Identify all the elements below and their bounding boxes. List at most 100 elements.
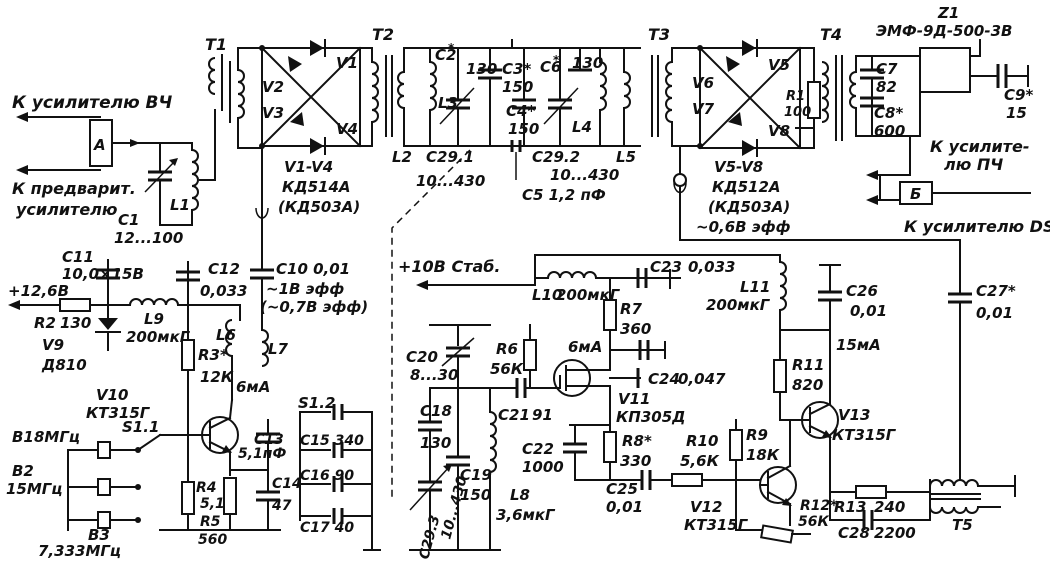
v7-label: V7 [692, 100, 715, 118]
c16-label: C16 90 [300, 468, 354, 484]
cur-15ma: 15мА [836, 336, 881, 354]
v9-label: V9 [42, 336, 64, 354]
c21-label: C21 [498, 406, 530, 424]
c29-2-label: C29.2 [532, 148, 580, 166]
c6-value: 130 [572, 54, 603, 72]
supply-label: +12,6В [8, 282, 69, 300]
c28-value: 2200 [874, 524, 916, 542]
c26-value: 0,01 [850, 302, 887, 320]
v11-label: V11 [618, 390, 650, 408]
c29-3-range: 10...430 [438, 474, 470, 541]
c27-label: C27* [976, 282, 1016, 300]
level-06-label: ~0,6В эфф [696, 218, 791, 236]
diode-a-alt: (КД503А) [278, 198, 360, 216]
v2-label: V2 [262, 78, 284, 96]
r5-label: R5 [200, 514, 221, 530]
v10-type: КТ315Г [86, 404, 151, 422]
r12-label: R12* [800, 498, 838, 514]
lvl-07-label: (~0,7В эфф) [260, 298, 368, 316]
b1-freq: 8МГц [34, 428, 80, 446]
v12-type: КТ315Г [684, 516, 749, 534]
c7-label: C7 [876, 60, 898, 78]
output-filter: R1 100 T4 C7 82 C8* 600 Z1 ЭМФ-9Д-500-3В [679, 4, 1050, 291]
r6-label: R6 [496, 340, 518, 358]
s12-label: S1.2 [298, 394, 335, 412]
c20-label: C20 [406, 348, 438, 366]
v1-label: V1 [336, 54, 358, 72]
t1-transformer: T1 [205, 35, 245, 149]
c4-value: 150 [508, 120, 539, 138]
s11-label: S1.1 [122, 418, 159, 436]
c7-value: 82 [876, 78, 897, 96]
to-preamp-label-2: усилителю [16, 200, 117, 219]
c29-range-2: 10...430 [550, 166, 619, 184]
c8-label: C8* [874, 104, 903, 122]
l6-label: L6 [216, 326, 236, 344]
l11-label: L11 [740, 278, 770, 296]
l8-value: 3,6мкГ [496, 506, 556, 524]
c29-gang-link [391, 149, 471, 500]
c2-star: * [448, 41, 455, 55]
c13-value: 5,1пФ [238, 446, 286, 462]
c19-value: 150 [460, 486, 491, 504]
c11-value: 10,0×15В [62, 265, 144, 283]
r13-label: R13 [834, 498, 866, 516]
r7-value: 360 [620, 320, 651, 338]
cur-6ma-a: 6мА [236, 378, 270, 396]
node-b-label: Б [910, 185, 921, 203]
c1-label: C1 [118, 211, 139, 229]
r5-value: 560 [198, 532, 227, 548]
c11-label: C11 [62, 248, 94, 266]
c15-label: C15 340 [300, 433, 364, 449]
v8-label: V8 [768, 122, 790, 140]
c22-label: C22 [522, 440, 554, 458]
r4-label: R4 [196, 480, 217, 496]
vfo-section: +10В Стаб. L10 200мкГ C23 0,033 R7 360 6… [398, 254, 1016, 561]
v5-label: V5 [768, 56, 790, 74]
c2-value: 130 [466, 60, 497, 78]
c6-label: C6 [540, 58, 561, 76]
c21-value: 91 [532, 406, 553, 424]
l4-label: L4 [572, 118, 592, 136]
r8-label: R8* [622, 432, 652, 450]
c27-value: 0,01 [976, 304, 1013, 322]
ring-mixer-1: V1 V2 V3 V4 V1-V4 КД514А (КД503А) [237, 39, 362, 216]
v6-label: V6 [692, 74, 714, 92]
z1-label: Z1 [937, 4, 959, 22]
b3-freq: 7,333МГц [38, 542, 121, 560]
b1-label: B1 [12, 428, 34, 446]
c10-label: C10 0,01 [276, 260, 350, 278]
bandpass-filter: C2 * L3 130 C3* 150 C4* 150 C6 * 130 [416, 39, 641, 204]
l1-label: L1 [170, 196, 190, 214]
node-a-label: А [93, 136, 106, 154]
r12-value: 56К [798, 514, 829, 530]
crystal-oscillator: C11 10,0×15В +12,6В R2 130 V9 Д810 L9 20… [6, 207, 381, 560]
l11-value: 200мкГ [706, 296, 771, 314]
c22-value: 1000 [522, 458, 564, 476]
c17-label: C17 40 [300, 520, 354, 536]
v13-type: КТ315Г [832, 426, 897, 444]
c18-value: 130 [420, 434, 451, 452]
c1-value: 12...100 [114, 229, 183, 247]
to-if-amp-label-1: К усилите- [930, 137, 1029, 156]
b3-label: B3 [88, 526, 110, 544]
to-hf-amp-label: К усилителю ВЧ [12, 93, 172, 113]
l5-label: L5 [616, 148, 636, 166]
b2-freq: 15МГц [6, 480, 62, 498]
cur-6ma-b: 6мА [568, 338, 602, 356]
c13-label: C13 [254, 432, 284, 448]
c12-label: C12 [208, 260, 240, 278]
l2-label: L2 [392, 148, 412, 166]
c24-label: C24 [648, 370, 680, 388]
diode-a-type: КД514А [282, 178, 351, 196]
v3-label: V3 [262, 104, 284, 122]
v11-type: КП305Д [616, 408, 686, 426]
plus10-label: +10В Стаб. [398, 257, 501, 276]
c2-label: C2 [435, 46, 456, 64]
r9-label: R9 [746, 426, 768, 444]
c8-value: 600 [874, 122, 905, 140]
v4-label: V4 [336, 120, 358, 138]
l9-value: 200мкГ [126, 328, 191, 346]
r1-value: 100 [784, 105, 811, 120]
